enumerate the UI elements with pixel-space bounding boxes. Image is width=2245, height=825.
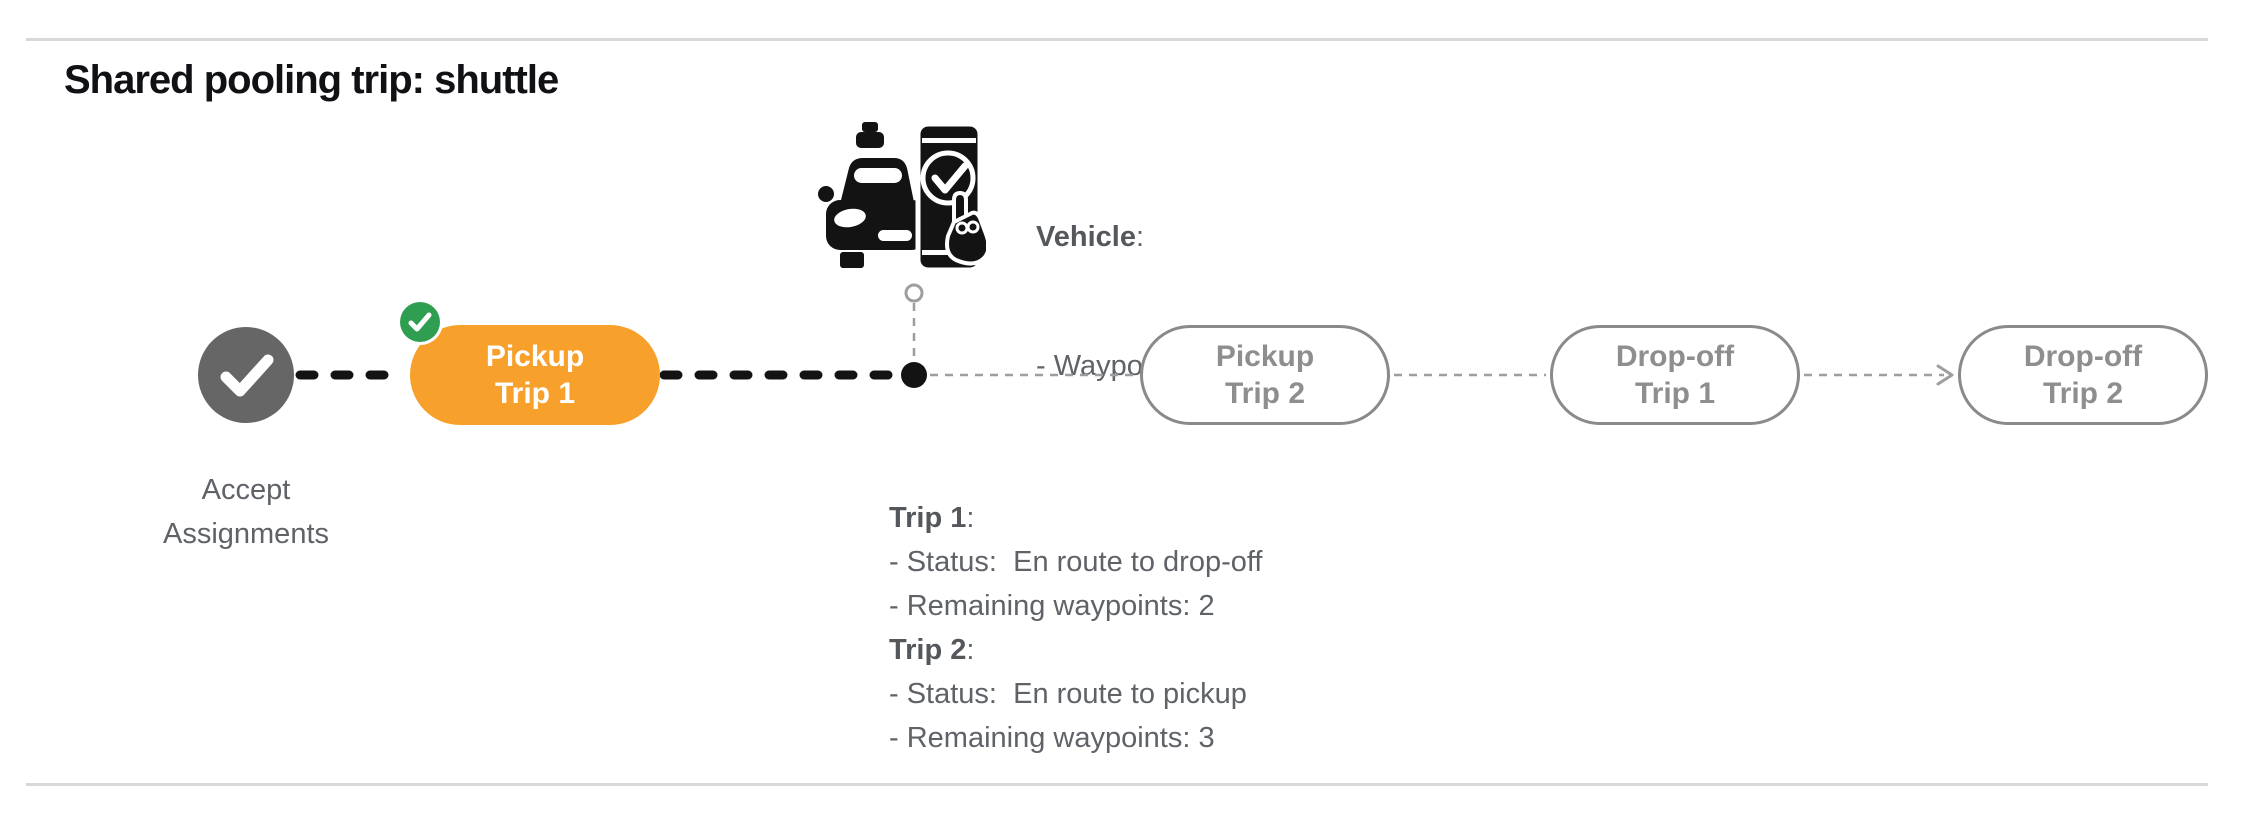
vehicle-anchor-circle	[904, 283, 924, 303]
pill-label-line2: Trip 1	[1634, 377, 1716, 410]
accept-assignments-label: Accept Assignments	[96, 468, 396, 556]
car-icon	[818, 122, 926, 268]
trip2-status-line: - Status: En route to pickup	[889, 678, 1247, 710]
pill-label-line1: Pickup	[485, 340, 585, 373]
pill-label-line2: Trip 2	[1224, 377, 1306, 410]
pill-label-line1: Drop-off	[2023, 340, 2143, 373]
timeline-node-pickup-trip-1: Pickup Trip 1	[410, 325, 660, 425]
pill-label-line2: Trip 2	[2042, 377, 2124, 410]
pill-label-line1: Pickup	[1215, 340, 1315, 373]
car-phone-check-icon	[818, 121, 986, 273]
pill-label-line2: Trip 1	[494, 377, 576, 410]
trip1-waypoints-line: - Remaining waypoints: 2	[889, 590, 1215, 622]
bottom-divider	[26, 783, 2208, 786]
trip2-heading-label: Trip 2	[889, 634, 967, 666]
timeline-node-dropoff-trip-1: Drop-off Trip 1	[1550, 325, 1800, 425]
top-divider	[26, 38, 2208, 41]
accept-label-line1: Accept	[201, 474, 291, 506]
trip2-heading-colon: :	[966, 634, 975, 666]
arrowhead-icon	[1936, 364, 1954, 386]
trip2-waypoints-line: - Remaining waypoints: 3	[889, 722, 1215, 754]
trip-status-panel: Trip 1: - Status: En route to drop-off -…	[889, 496, 1262, 760]
trip1-status-line: - Status: En route to drop-off	[889, 546, 1263, 578]
check-circle-icon	[920, 150, 976, 206]
trip1-heading-label: Trip 1	[889, 502, 967, 534]
vehicle-info-panel: Vehicle: - Waypoints: 3	[1036, 130, 1220, 474]
timeline-node-accept-assignments	[198, 327, 294, 423]
accept-label-line2: Assignments	[162, 518, 329, 550]
page-title: Shared pooling trip: shuttle	[64, 58, 559, 102]
vehicle-heading-label: Vehicle	[1036, 221, 1136, 253]
trip2-heading: Trip 2:	[889, 628, 1262, 672]
completed-badge	[397, 299, 443, 345]
current-position-dot	[901, 362, 927, 388]
vehicle-heading-colon: :	[1135, 221, 1145, 253]
trip1-heading: Trip 1:	[889, 496, 1262, 540]
pointing-hand-icon	[945, 190, 986, 266]
vehicle-heading: Vehicle:	[1036, 216, 1220, 259]
timeline-node-pickup-trip-2: Pickup Trip 2	[1140, 325, 1390, 425]
trip1-heading-colon: :	[966, 502, 975, 534]
check-icon	[220, 354, 274, 397]
pill-label-line1: Drop-off	[1615, 340, 1735, 373]
timeline-node-dropoff-trip-2: Drop-off Trip 2	[1958, 325, 2208, 425]
check-circle-icon	[400, 302, 440, 342]
